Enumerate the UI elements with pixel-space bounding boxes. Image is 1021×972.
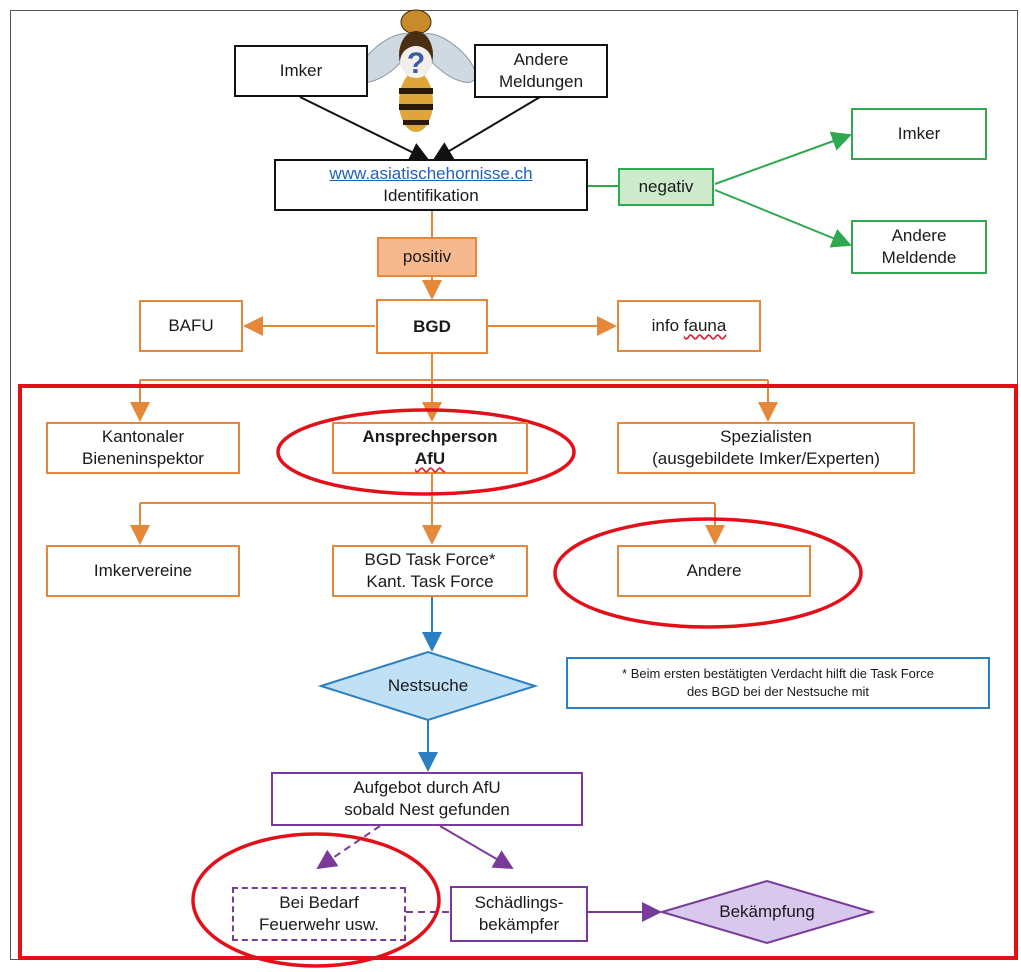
highlight-ellipse-andere — [553, 517, 863, 629]
arrow-negativ-to-meldende — [714, 189, 852, 248]
bedarf-label-1: Bei Bedarf — [279, 893, 359, 912]
nestsuche-label: Nestsuche — [387, 676, 469, 695]
task-force-note-box: * Beim ersten bestätigten Verdacht hilft… — [566, 657, 990, 709]
bgd-label: BGD — [413, 316, 451, 336]
arrow-imker-to-website — [299, 96, 430, 162]
info-fauna-box: info fauna — [617, 300, 761, 352]
hornet-with-question-mark-icon: ? — [356, 9, 477, 132]
andere-meldende-box: Andere Meldende — [851, 220, 987, 274]
bedarf-label-2: Feuerwehr usw. — [259, 915, 379, 934]
note-line-2: des BGD bei der Nestsuche mit — [686, 684, 870, 699]
aufgebot-label-2: sobald Nest gefunden — [344, 800, 510, 819]
spezialisten-box: Spezialisten (ausgebildete Imker/Experte… — [617, 422, 915, 474]
info-fauna-label-1: info — [651, 316, 680, 335]
bekaempfung-label-wrap: Bekämpfung — [697, 898, 837, 926]
task-force-label-2: Kant. Task Force — [366, 572, 494, 591]
svg-text:?: ? — [407, 47, 425, 80]
kantonaler-label-2: Bieneninspektor — [82, 449, 204, 468]
imker-notify-box: Imker — [851, 108, 987, 160]
bafu-box: BAFU — [139, 300, 243, 352]
highlight-ellipse-bedarf — [191, 832, 441, 968]
aufgebot-label-1-text: Aufgebot durch AfU — [353, 778, 501, 797]
bekaempfung-label: Bekämpfung — [719, 902, 815, 921]
negativ-box: negativ — [618, 168, 714, 206]
spezialisten-label-2: (ausgebildete Imker/Experten) — [652, 449, 880, 468]
note-line-1: * Beim ersten bestätigten Verdacht hilft… — [622, 666, 934, 681]
arrow-meldungen-to-website — [432, 96, 541, 162]
nestsuche-diamond — [317, 650, 539, 722]
andere-meldungen-label-1: Andere — [513, 50, 569, 69]
imker-notify-label: Imker — [897, 124, 941, 143]
andere-meldungen-box: Andere Meldungen — [474, 44, 608, 98]
bekaempfung-diamond — [658, 879, 876, 945]
bei-bedarf-feuerwehr-box: Bei Bedarf Feuerwehr usw. — [232, 887, 406, 941]
ansprechperson-label: Ansprechperson — [362, 427, 498, 446]
imkervereine-box: Imkervereine — [46, 545, 240, 597]
afu-label: AfU — [414, 449, 446, 468]
positiv-label: positiv — [402, 247, 452, 266]
negativ-label: negativ — [638, 177, 694, 196]
positiv-box: positiv — [377, 237, 477, 277]
website-link[interactable]: www.asiatischehornisse.ch — [329, 164, 533, 183]
identifikation-box: www.asiatischehornisse.ch Identifikation — [274, 159, 588, 211]
schaedlingsbekaempfer-box: Schädlings- bekämpfer — [450, 886, 588, 942]
kantonaler-label-1: Kantonaler — [101, 427, 185, 446]
andere-meldende-label-1: Andere — [891, 226, 947, 245]
andere-box: Andere — [617, 545, 811, 597]
task-force-label-1: BGD Task Force* — [364, 550, 496, 569]
ansprechperson-afu-box: Ansprechperson AfU — [332, 422, 528, 474]
schaedling-label-1: Schädlings- — [474, 893, 564, 912]
andere-label: Andere — [686, 561, 742, 580]
imkervereine-label: Imkervereine — [93, 561, 193, 580]
task-force-box: BGD Task Force* Kant. Task Force — [332, 545, 528, 597]
andere-meldende-label-2: Meldende — [881, 248, 957, 267]
spezialisten-label-1: Spezialisten — [720, 427, 812, 446]
arrow-negativ-to-imker — [714, 131, 852, 185]
aufgebot-box: Aufgebot durch AfU sobald Nest gefunden — [271, 772, 583, 826]
nestsuche-label-wrap: Nestsuche — [360, 672, 496, 700]
aufgebot-label-1: Aufgebot durch AfU — [353, 777, 500, 799]
andere-meldungen-label-2: Meldungen — [498, 72, 584, 91]
schaedling-label-2: bekämpfer — [478, 915, 560, 934]
arrow-aufgebot-to-schaedling — [439, 825, 514, 870]
kantonaler-bieneninspektor-box: Kantonaler Bieneninspektor — [46, 422, 240, 474]
highlight-rectangle — [18, 384, 1018, 960]
imker-source-label: Imker — [279, 61, 323, 80]
bafu-label: BAFU — [168, 316, 214, 335]
bgd-box: BGD — [376, 299, 488, 354]
imker-source-box: Imker — [234, 45, 368, 97]
info-fauna-label-2: fauna — [683, 316, 727, 335]
highlight-ellipse-ansprechperson — [276, 408, 576, 496]
identifikation-label: Identifikation — [383, 186, 479, 205]
dashed-arrow-to-bedarf — [316, 825, 381, 870]
